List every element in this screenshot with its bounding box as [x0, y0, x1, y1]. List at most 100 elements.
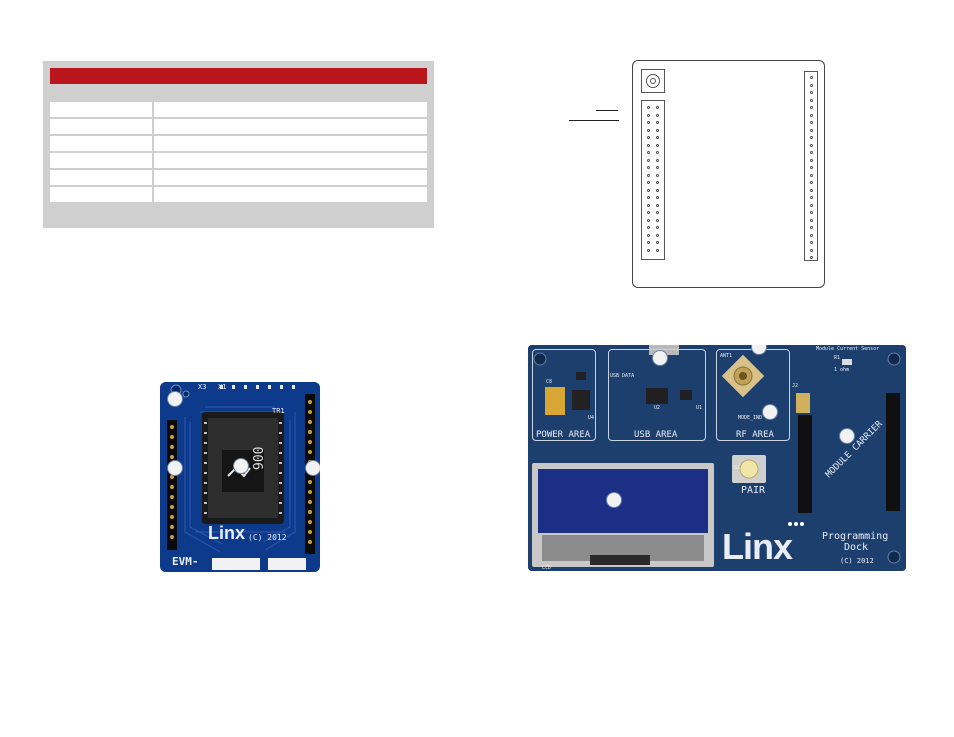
header-pin — [647, 151, 650, 154]
header-pin — [810, 98, 813, 102]
table-row — [50, 170, 427, 185]
silk-product-line1: Programming — [822, 531, 889, 542]
header-pin — [647, 158, 650, 162]
table-row — [50, 102, 427, 117]
silk-pair: PAIR — [741, 485, 766, 496]
header-pin — [656, 188, 659, 192]
callout-marker — [233, 458, 249, 474]
evm-board-photo: X3 X1 TR1 900 Linx (C) 2012 EVM- — [160, 382, 320, 572]
header-pin — [647, 218, 650, 222]
silk-module-frequency: 900 — [252, 446, 267, 470]
silk-u2: U2 — [654, 405, 661, 411]
header-pin — [810, 226, 813, 229]
header-pin — [810, 166, 813, 169]
silk-current-sensor: Module Current Sensor — [816, 346, 880, 352]
table-row — [50, 187, 427, 202]
header-pin — [647, 106, 650, 109]
header-pin — [647, 166, 650, 169]
silk-ohm: 1 ohm — [834, 367, 850, 373]
pin-label-leader-line — [569, 120, 619, 121]
header-pin — [810, 256, 813, 259]
header-pin — [810, 83, 813, 87]
header-pin — [810, 151, 813, 154]
table-cell — [50, 102, 154, 117]
silk-copyright: (C) 2012 — [248, 533, 287, 542]
header-pin — [810, 143, 813, 147]
silk-u1: U1 — [696, 405, 703, 411]
header-pin — [647, 181, 650, 184]
header-pin — [810, 196, 813, 199]
header-pin — [647, 203, 650, 207]
silk-tr1: TR1 — [272, 407, 285, 415]
header-pin — [810, 91, 813, 94]
header-pin — [656, 128, 659, 132]
header-pin — [647, 241, 650, 244]
header-pin — [647, 113, 650, 117]
silk-x3: X3 — [198, 383, 207, 391]
table-cell — [50, 119, 154, 134]
table-row — [50, 136, 427, 151]
table-header-bar — [50, 68, 427, 84]
header-pin — [656, 211, 659, 214]
silk-linx-logo: Linx — [722, 526, 793, 567]
header-pin — [810, 188, 813, 192]
silk-linx-logo: Linx — [208, 523, 246, 543]
header-pin — [656, 233, 659, 237]
table-cell — [50, 187, 154, 202]
header-pin — [810, 241, 813, 244]
usb-area-outline — [608, 349, 706, 441]
silk-j2: J2 — [792, 383, 799, 389]
silk-usb-area: USB AREA — [634, 430, 678, 440]
pinout-diagram — [632, 60, 825, 288]
table-cell — [50, 153, 154, 168]
header-pin — [810, 76, 813, 79]
callout-marker — [167, 460, 183, 476]
callout-marker — [652, 350, 668, 366]
header-pin — [647, 121, 650, 124]
silk-mode-ind: MODE_IND — [738, 415, 763, 421]
callout-marker — [305, 460, 320, 476]
header-pin — [656, 203, 659, 207]
right-pin-header — [804, 71, 818, 261]
dock-board-graphic — [528, 345, 906, 571]
header-pin — [810, 211, 813, 214]
header-pin — [656, 158, 659, 162]
header-pin — [647, 188, 650, 192]
header-pin — [810, 106, 813, 109]
left-pin-header — [641, 100, 665, 260]
header-pin — [647, 211, 650, 214]
table-cell — [50, 170, 154, 185]
header-pin — [656, 121, 659, 124]
header-pin — [810, 128, 813, 132]
header-pin — [810, 113, 813, 117]
callout-marker — [762, 404, 778, 420]
silk-s1: S1 — [734, 465, 741, 471]
header-pin — [656, 226, 659, 229]
silk-power-area: POWER AREA — [536, 430, 591, 440]
evm-board-graphic — [160, 382, 320, 572]
silk-x1: X1 — [218, 383, 227, 391]
rf-area-outline — [716, 349, 790, 441]
silk-lcd: LCD — [542, 565, 552, 571]
pin-label-overline — [596, 110, 618, 111]
table-cell — [50, 136, 154, 151]
header-pin — [810, 218, 813, 222]
header-pin — [647, 173, 650, 177]
silk-c8: C8 — [546, 379, 553, 385]
silk-copyright: (C) 2012 — [840, 557, 874, 565]
header-pin — [656, 181, 659, 184]
header-pin — [647, 248, 650, 252]
header-pin — [810, 173, 813, 177]
silk-r1: R1 — [834, 355, 841, 361]
header-pin — [656, 136, 659, 139]
header-pin — [647, 196, 650, 199]
silk-usb-data: USB DATA — [610, 373, 635, 379]
callout-marker — [839, 428, 855, 444]
header-pin — [810, 203, 813, 207]
table-row — [50, 153, 427, 168]
header-pin — [656, 151, 659, 154]
callout-marker — [606, 492, 622, 508]
specification-table — [43, 61, 434, 228]
header-pin — [810, 181, 813, 184]
header-pin — [656, 166, 659, 169]
